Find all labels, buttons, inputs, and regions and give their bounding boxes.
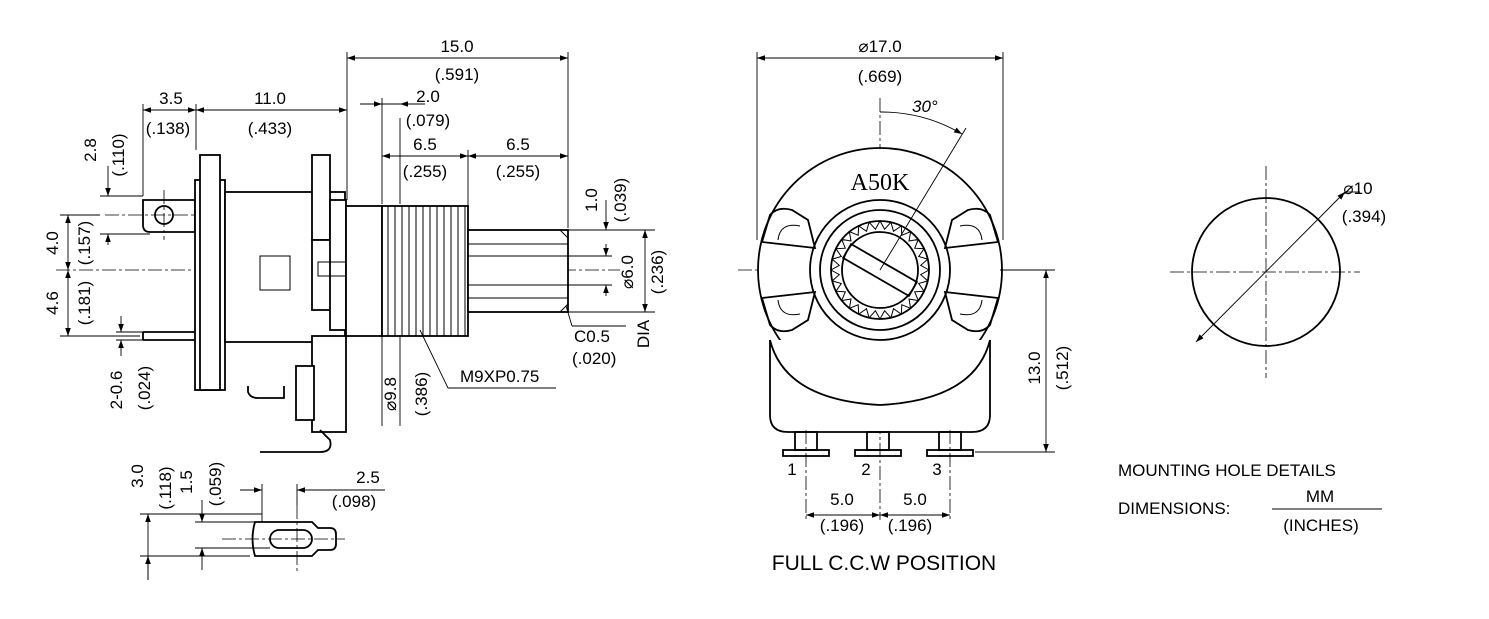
- dim-5-0-b: 5.0: [903, 490, 927, 509]
- dim-255-a: (.255): [403, 162, 447, 181]
- dim-039: (.039): [611, 178, 630, 222]
- threaded-bushing: [381, 205, 469, 337]
- mounting-hole-view: ⌀10 (.394) MOUNTING HOLE DETAILS DIMENSI…: [1118, 166, 1386, 535]
- dim-13-0: 13.0: [1025, 351, 1044, 384]
- dim-118: (.118): [156, 466, 175, 509]
- dim-17-0: ⌀17.0: [858, 37, 901, 56]
- pins: [782, 430, 974, 520]
- dim-110: (.110): [109, 133, 128, 176]
- pin-1: 1: [787, 460, 796, 479]
- shaft-knurl: [829, 219, 930, 321]
- dim-098: (.098): [332, 492, 376, 511]
- dim-1-5: 1.5: [177, 470, 196, 494]
- dim-2-5: 2.5: [356, 468, 380, 487]
- front-view: 30° A50K 1 2 3 ⌀17.0 (.669) 13.0 (.512): [738, 37, 1072, 575]
- dim-386: (.386): [412, 372, 431, 416]
- dim-059: (.059): [206, 462, 225, 506]
- terminal-detail: 3.0 (.118) 1.5 (.059) 2.5 (.098): [128, 462, 385, 580]
- front-caption: FULL C.C.W POSITION: [772, 552, 996, 575]
- dim-4-0: 4.0: [43, 231, 62, 255]
- dim-1-0: 1.0: [582, 188, 601, 212]
- dim-4-6: 4.6: [43, 291, 62, 315]
- terminal-slot: [269, 529, 313, 549]
- dim-9-8: ⌀9.8: [381, 377, 400, 411]
- dim-024: (.024): [135, 366, 154, 410]
- dim-157: (.157): [75, 221, 94, 265]
- dim-dia: DIA: [634, 319, 653, 348]
- dim-020: (.020): [572, 349, 616, 368]
- dim-138: (.138): [146, 119, 190, 138]
- dim-6-5-a: 6.5: [413, 135, 437, 154]
- terminal-lug: [251, 521, 337, 557]
- dim-669: (.669): [858, 67, 902, 86]
- bushing-flange: [345, 205, 383, 337]
- dim-2-0: 2.0: [416, 87, 440, 106]
- pin-2: 2: [861, 460, 870, 479]
- dim-3-5: 3.5: [159, 89, 183, 108]
- pin-3: 3: [932, 460, 941, 479]
- dim-2-8: 2.8: [81, 138, 100, 162]
- dim-6-5-b: 6.5: [506, 135, 530, 154]
- dim-591: (.591): [435, 65, 479, 84]
- bent-terminal: [260, 429, 332, 453]
- dim-6-0: ⌀6.0: [618, 255, 637, 289]
- dim-2-0-6: 2-0.6: [107, 371, 126, 410]
- unit-inches: (INCHES): [1283, 516, 1359, 535]
- dim-236: (.236): [648, 250, 667, 294]
- terminal-block: [311, 335, 347, 433]
- frame-bracket: [311, 154, 331, 241]
- dim-079: (.079): [406, 111, 450, 130]
- dim-10: ⌀10: [1343, 179, 1372, 198]
- dim-196-a: (.196): [820, 516, 864, 535]
- dim-196-b: (.196): [888, 516, 932, 535]
- unit-mm: MM: [1306, 487, 1334, 506]
- dim-3-0: 3.0: [128, 464, 147, 488]
- bushing-threads: [387, 206, 466, 336]
- dim-11-0: 11.0: [254, 89, 286, 108]
- value-marking: A50K: [851, 170, 910, 196]
- front-bushing-outer: [809, 199, 951, 341]
- dim-c0-5: C0.5: [574, 327, 610, 346]
- shaft: [467, 229, 569, 313]
- dimensions-label: DIMENSIONS:: [1118, 499, 1230, 518]
- angle-label: 30°: [912, 97, 938, 116]
- dim-433: (.433): [248, 119, 292, 138]
- dim-512: (.512): [1053, 346, 1072, 390]
- side-view: 15.0 (.591) 3.5 (.138) 11.0 (.433) 2.0 (…: [43, 37, 667, 453]
- dim-181: (.181): [75, 281, 94, 325]
- mounting-tab: [142, 199, 196, 233]
- dim-15-0: 15.0: [440, 37, 473, 56]
- dim-255-b: (.255): [496, 162, 540, 181]
- dim-thread: M9XP0.75: [460, 367, 539, 386]
- side-lugs: [760, 207, 1000, 333]
- dim-5-0-a: 5.0: [830, 490, 854, 509]
- mounting-hole-title: MOUNTING HOLE DETAILS: [1118, 461, 1336, 480]
- dim-394: (.394): [1342, 207, 1386, 226]
